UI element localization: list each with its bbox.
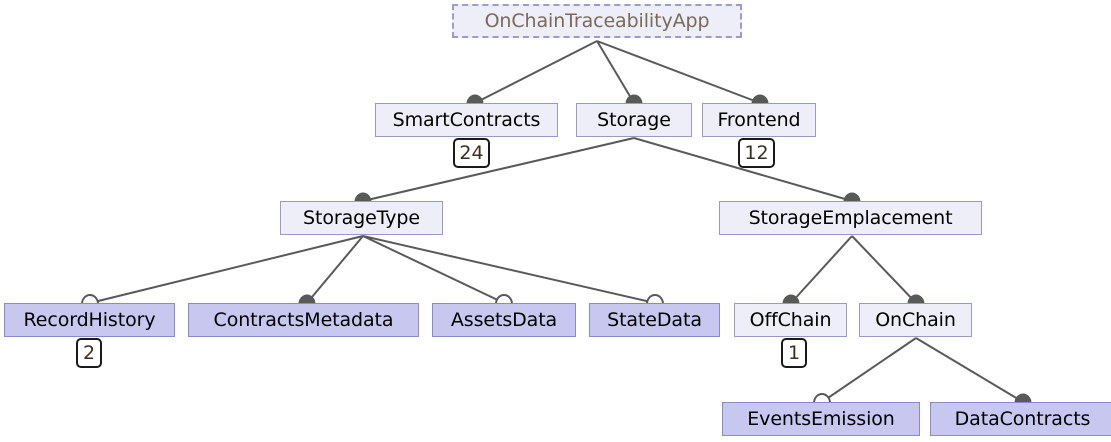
- tree-node-datacontracts[interactable]: DataContracts: [930, 402, 1111, 436]
- tree-edge: [362, 137, 635, 202]
- tree-node-offchain[interactable]: OffChain: [734, 303, 847, 337]
- badge-value: 24: [459, 141, 484, 164]
- tree-node-root[interactable]: OnChainTraceabilityApp: [452, 4, 742, 38]
- badge-offchain[interactable]: 1: [781, 338, 807, 368]
- tree-node-label: Frontend: [717, 108, 801, 131]
- tree-edge: [790, 235, 853, 304]
- badge-smartcontracts[interactable]: 24: [453, 138, 490, 168]
- tree-edge: [915, 337, 1024, 403]
- tree-node-label: EventsEmission: [747, 407, 895, 430]
- tree-node-label: StorageType: [303, 206, 420, 229]
- tree-edge: [821, 337, 917, 403]
- badge-recordhistory[interactable]: 2: [76, 338, 102, 368]
- tree-node-storageemplacement[interactable]: StorageEmplacement: [719, 201, 982, 235]
- tree-node-label: DataContracts: [954, 407, 1091, 430]
- tree-node-eventsemission[interactable]: EventsEmission: [722, 402, 920, 436]
- tree-node-label: OnChain: [875, 308, 956, 331]
- tree-edge: [596, 40, 761, 104]
- tree-node-label: SmartContracts: [392, 108, 541, 131]
- tree-node-recordhistory[interactable]: RecordHistory: [4, 303, 175, 337]
- tree-edge: [306, 235, 364, 304]
- tree-node-label: ContractsMetadata: [213, 308, 394, 331]
- tree-edge: [89, 235, 364, 304]
- tree-edge: [474, 40, 598, 104]
- tree-node-label: Storage: [597, 108, 671, 131]
- tree-node-label: StateData: [607, 308, 702, 331]
- badge-value: 2: [82, 341, 96, 364]
- tree-node-frontend[interactable]: Frontend: [702, 103, 816, 137]
- badge-frontend[interactable]: 12: [738, 138, 775, 168]
- badge-value: 12: [744, 141, 769, 164]
- badge-value: 1: [787, 341, 801, 364]
- tree-node-label: StorageEmplacement: [748, 206, 953, 229]
- tree-edge: [362, 235, 505, 304]
- tree-node-contractsmetadata[interactable]: ContractsMetadata: [188, 303, 419, 337]
- tree-edge: [851, 235, 917, 304]
- tree-node-label: OnChainTraceabilityApp: [484, 9, 710, 32]
- tree-node-label: RecordHistory: [23, 308, 156, 331]
- tree-node-statedata[interactable]: StateData: [589, 303, 720, 337]
- tree-edge: [362, 235, 656, 304]
- tree-node-storage[interactable]: Storage: [576, 103, 692, 137]
- tree-node-onchain[interactable]: OnChain: [859, 303, 972, 337]
- tree-node-smartcontracts[interactable]: SmartContracts: [375, 103, 558, 137]
- tree-node-label: OffChain: [749, 308, 832, 331]
- tree-edge: [596, 40, 635, 104]
- tree-node-storagetype[interactable]: StorageType: [280, 201, 443, 235]
- tree-node-label: AssetsData: [450, 308, 558, 331]
- tree-node-assetsdata[interactable]: AssetsData: [432, 303, 576, 337]
